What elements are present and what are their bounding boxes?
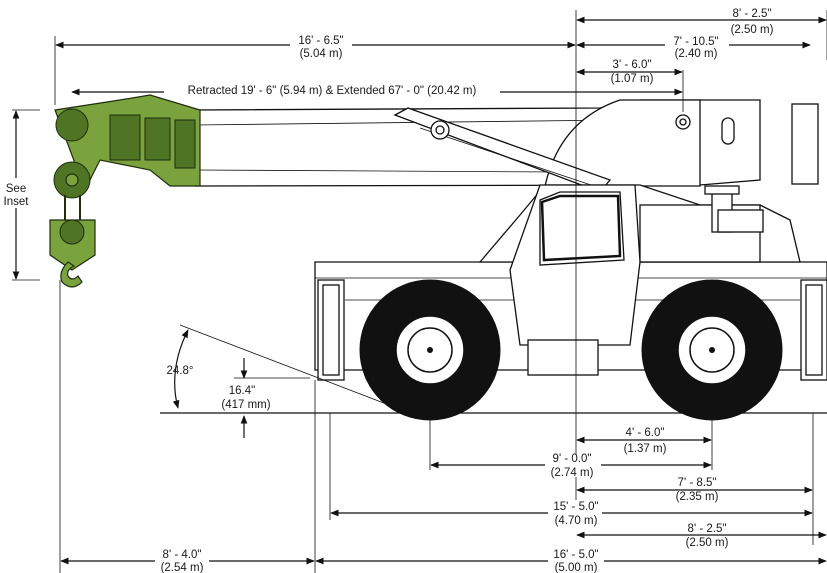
label-axle-4-6-metric: (1.37 m) xyxy=(624,443,667,455)
label-length-15-5: 15' - 5.0" xyxy=(553,501,598,513)
label-approach-angle: 24.8° xyxy=(167,365,194,377)
dimension-labels: 16' - 6.5" (5.04 m) 8' - 2.5" (2.50 m) 7… xyxy=(0,8,774,573)
label-length-16-5: 16' - 5.0" xyxy=(553,549,598,561)
label-axle-4-6: 4' - 6.0" xyxy=(626,427,665,439)
cab xyxy=(509,184,641,376)
label-length-16-5-metric: (5.00 m) xyxy=(555,562,598,573)
label-ground-clearance: 16.4" xyxy=(229,385,255,397)
label-boom-length: Retracted 19' - 6" (5.94 m) & Extended 6… xyxy=(188,85,477,97)
label-sheave-3-6-metric: (1.07 m) xyxy=(611,73,654,85)
rear-wheel xyxy=(641,279,783,421)
label-wheelbase: 9' - 0.0" xyxy=(553,453,592,465)
boom-head xyxy=(49,94,201,288)
label-sheave-3-6: 3' - 6.0" xyxy=(613,59,652,71)
label-rear-7-10-5: 7' - 10.5" xyxy=(673,36,718,48)
label-overhang-8-4-metric: (2.54 m) xyxy=(161,562,204,573)
label-ground-clearance-metric: (417 mm) xyxy=(221,399,270,411)
label-boom-to-rear-metric: (5.04 m) xyxy=(300,48,343,60)
label-rear-8-2-5-top: 8' - 2.5" xyxy=(733,8,772,20)
crane-illustration xyxy=(49,94,827,421)
label-rear-8-2-5-bottom-metric: (2.50 m) xyxy=(686,537,729,549)
label-rear-7-10-5-metric: (2.40 m) xyxy=(675,48,718,60)
label-length-15-5-metric: (4.70 m) xyxy=(555,515,598,527)
lift-cylinder xyxy=(393,107,612,193)
label-overhang-8-4: 8' - 4.0" xyxy=(163,549,202,561)
label-rear-7-8-5: 7' - 8.5" xyxy=(678,477,717,489)
label-see-inset-1: See xyxy=(6,183,26,195)
label-wheelbase-metric: (2.74 m) xyxy=(551,467,594,479)
label-rear-7-8-5-metric: (2.35 m) xyxy=(676,491,719,503)
label-see-inset-2: Inset xyxy=(4,196,30,208)
label-rear-8-2-5-bottom: 8' - 2.5" xyxy=(688,523,727,535)
front-wheel xyxy=(359,279,501,421)
label-boom-to-rear: 16' - 6.5" xyxy=(298,35,343,47)
label-rear-8-2-5-top-metric: (2.50 m) xyxy=(731,24,774,36)
